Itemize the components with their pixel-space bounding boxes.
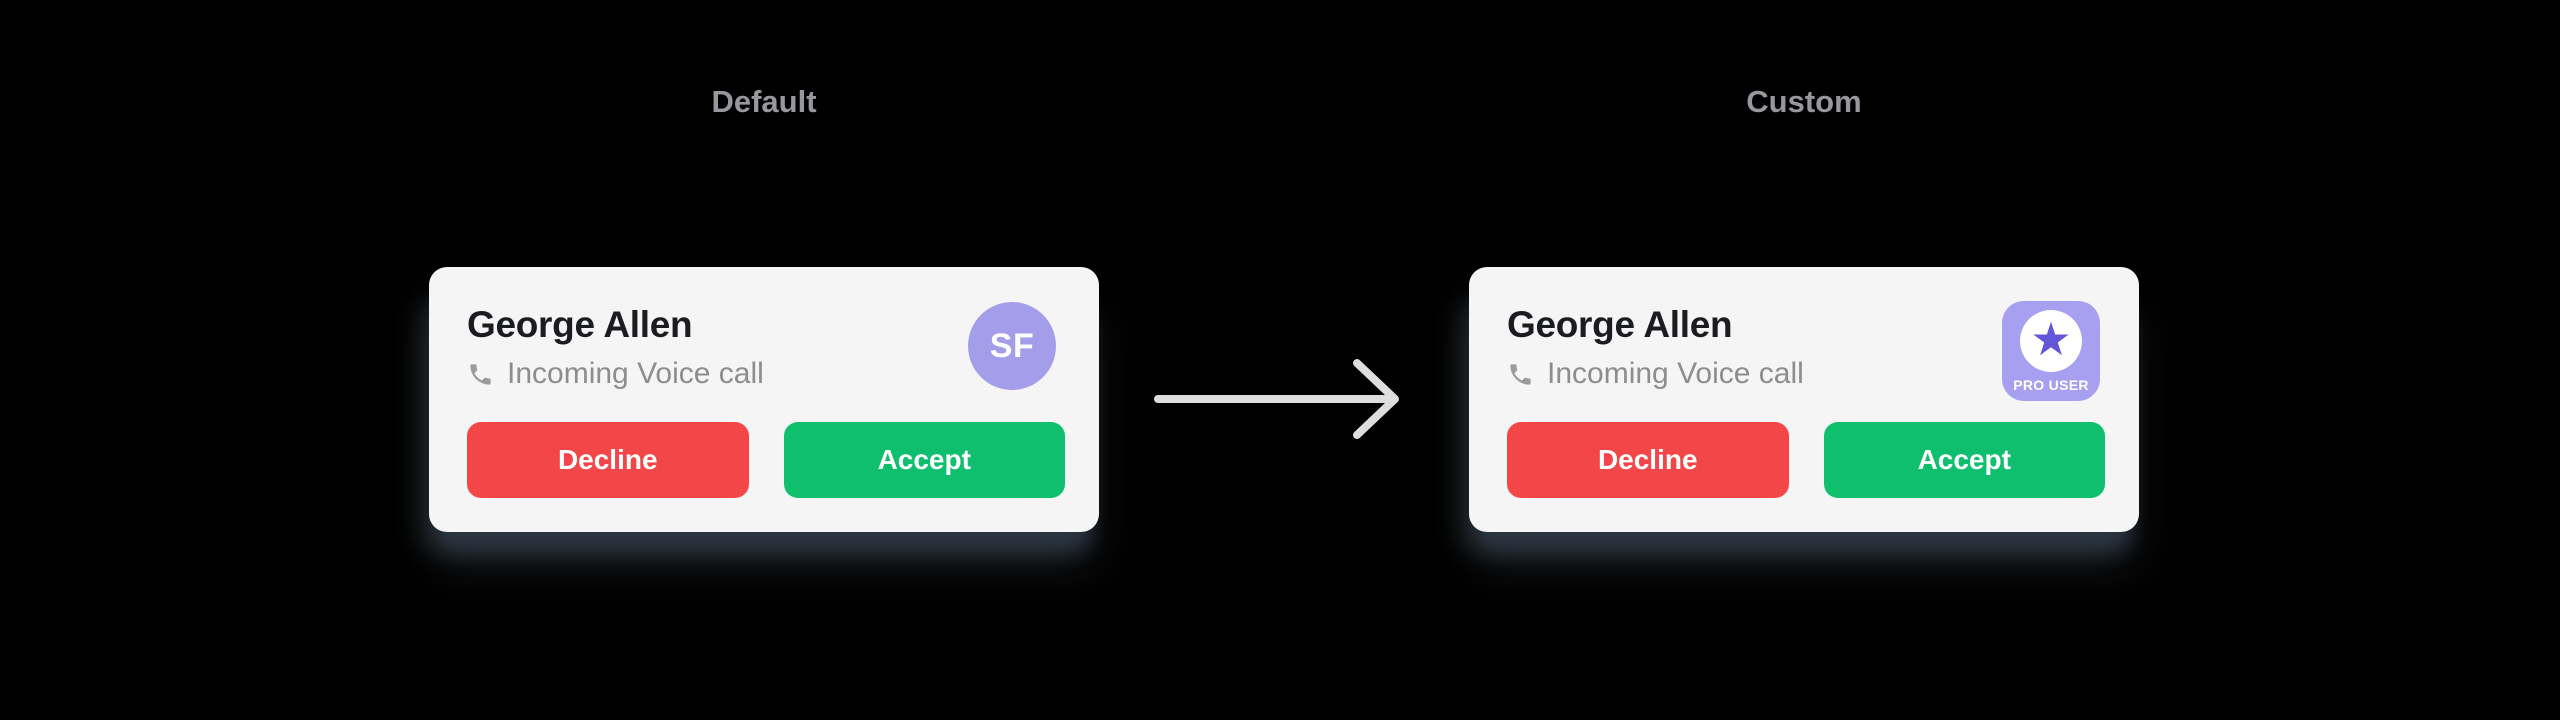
arrow-right-icon: [1154, 359, 1399, 439]
call-card-custom: George Allen Incoming Voice call ★ PRO U…: [1469, 267, 2139, 532]
call-subtitle-row: Incoming Voice call: [467, 356, 1061, 392]
pro-user-badge: ★ PRO USER: [2002, 301, 2100, 401]
badge-circle: ★: [2020, 310, 2082, 372]
badge-label: PRO USER: [2013, 377, 2089, 393]
call-actions: Decline Accept: [467, 422, 1065, 498]
accept-button[interactable]: Accept: [783, 422, 1065, 498]
caller-name: George Allen: [467, 304, 693, 345]
avatar: SF: [968, 302, 1056, 390]
section-label-custom: Custom: [1746, 84, 1862, 119]
star-icon: ★: [2030, 313, 2072, 365]
phone-icon: [470, 363, 491, 385]
call-subtitle: Incoming Voice call: [507, 357, 764, 390]
decline-button[interactable]: Decline: [467, 422, 749, 498]
call-subtitle-row: Incoming Voice call: [1507, 356, 2101, 392]
section-label-default: Default: [711, 84, 817, 119]
decline-button[interactable]: Decline: [1507, 422, 1789, 498]
caller-name: George Allen: [1507, 304, 1733, 345]
avatar-initials: SF: [989, 326, 1035, 365]
call-card-default: George Allen Incoming Voice call SF Decl…: [429, 267, 1099, 532]
accept-button[interactable]: Accept: [1823, 422, 2105, 498]
call-actions: Decline Accept: [1507, 422, 2105, 498]
call-subtitle: Incoming Voice call: [1547, 357, 1804, 390]
phone-icon: [1510, 363, 1531, 385]
